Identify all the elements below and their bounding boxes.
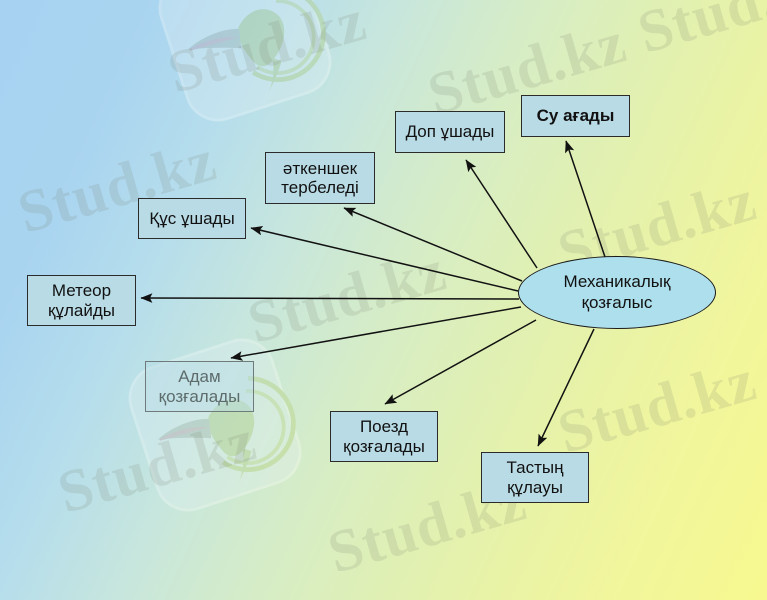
node-poezd-kozgalady[interactable]: Поезд қозғалады xyxy=(330,411,438,462)
arrow-to-dop xyxy=(465,159,538,269)
node-label-line1: Доп ұшады xyxy=(405,122,495,142)
central-node-label-line2: қозғалыс xyxy=(581,292,653,312)
central-node-label-line1: Механикалық xyxy=(563,272,671,292)
node-label-line1: Су ағады xyxy=(536,106,615,126)
node-label-line2: құлайды xyxy=(48,300,115,320)
arrow-to-kus xyxy=(250,225,519,292)
node-label-line1: Тастың xyxy=(506,458,564,478)
node-dop-ushady[interactable]: Доп ұшады xyxy=(395,111,505,153)
node-label-line1: әткеншек xyxy=(282,158,358,178)
node-label-line2: қозғалады xyxy=(158,386,241,406)
arrow-to-adam xyxy=(230,306,522,361)
node-label-line1: Адам xyxy=(178,367,221,387)
node-tastyn-kulauy[interactable]: Тастың құлауы xyxy=(481,452,589,503)
arrow-to-su xyxy=(565,140,606,258)
node-label-line1: Поезд xyxy=(359,417,409,437)
node-label-line2: тербеледі xyxy=(281,178,359,197)
central-node-mechanical-motion[interactable]: Механикалық қозғалыс xyxy=(518,256,716,329)
node-meteor-kulaidy[interactable]: Метеор құлайды xyxy=(27,275,136,326)
node-su-agady[interactable]: Су ағады xyxy=(521,95,630,137)
arrow-to-atkenshek xyxy=(343,207,523,282)
arrow-to-meteor xyxy=(140,293,520,303)
node-label-line1: Құс ұшады xyxy=(149,208,235,228)
node-atkenshek-terbeledi[interactable]: әткеншек тербеледі xyxy=(265,152,375,204)
node-kus-ushady[interactable]: Құс ұшады xyxy=(138,198,246,239)
node-label-line1: Метеор xyxy=(51,281,112,301)
arrow-to-tas xyxy=(537,328,595,447)
arrow-to-poezd xyxy=(384,319,537,405)
node-label-line2: қозғалады xyxy=(343,436,425,456)
node-label-line2: құлауы xyxy=(507,477,563,497)
node-adam-kozgalady[interactable]: Адам қозғалады xyxy=(145,361,254,412)
